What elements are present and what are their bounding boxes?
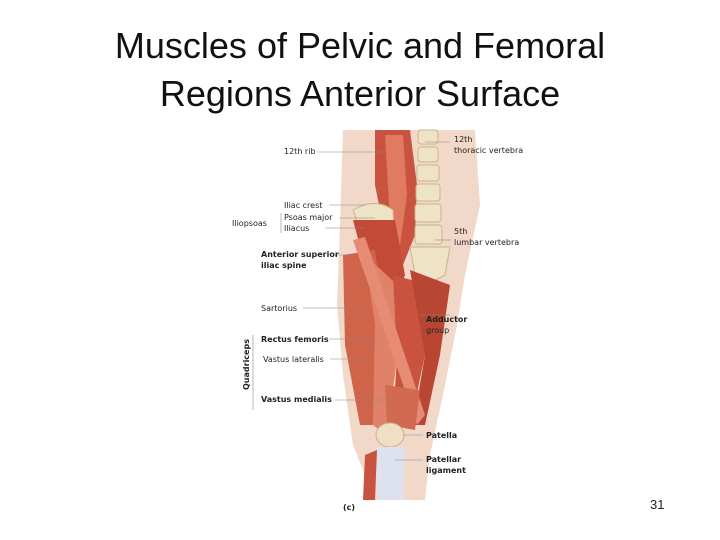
label-patellar: Patellar <box>426 455 462 464</box>
label-patella: Patella <box>426 431 458 440</box>
label-thoracic-vertebra: thoracic vertebra <box>454 146 524 155</box>
anatomy-illustration <box>252 129 480 500</box>
page-number: 31 <box>650 497 665 512</box>
label-5th: 5th <box>454 227 468 236</box>
label-ligament: ligament <box>426 466 466 475</box>
label-iliac-crest: Iliac crest <box>284 201 323 210</box>
label-adductor: Adductor <box>426 315 468 324</box>
label-group: group <box>426 326 450 335</box>
figure-panel-label: (c) <box>343 503 356 512</box>
label-sartorius: Sartorius <box>261 304 298 313</box>
label-psoas-major: Psoas major <box>284 213 333 222</box>
label-vastus-medialis: Vastus medialis <box>261 395 332 404</box>
label-vastus-lateralis: Vastus lateralis <box>263 355 324 364</box>
label-lumbar-vertebra: lumbar vertebra <box>454 238 520 247</box>
label-iliopsoas: Iliopsoas <box>232 219 267 228</box>
label-rectus-femoris: Rectus femoris <box>261 335 329 344</box>
slide-title: Muscles of Pelvic and Femoral Regions An… <box>114 25 606 114</box>
label-iliacus: Iliacus <box>284 224 310 233</box>
label-quadriceps: Quadriceps <box>242 339 251 390</box>
label-asis-1: Anterior superior <box>261 250 339 259</box>
label-12th-rib: 12th rib <box>284 147 316 156</box>
label-asis-2: iliac spine <box>261 261 307 270</box>
label-12th: 12th <box>454 135 473 144</box>
